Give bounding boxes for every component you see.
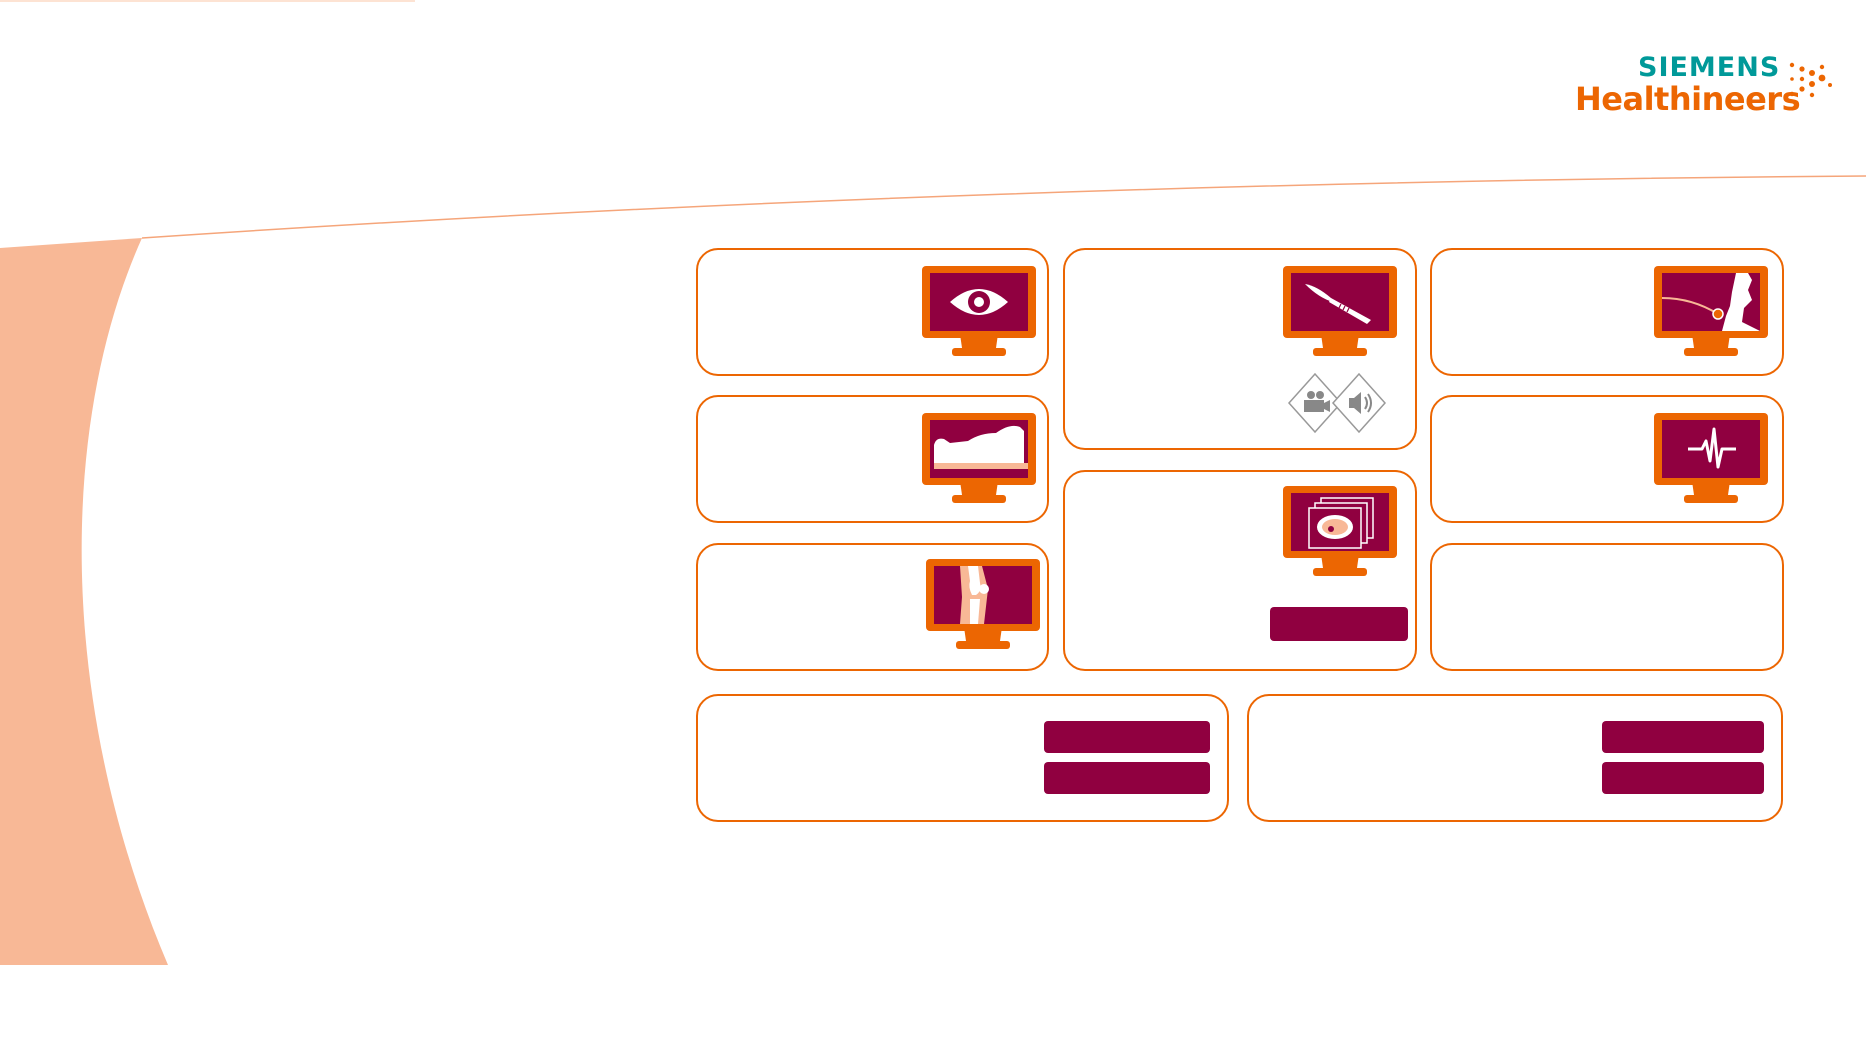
video-camera-icon [1287, 372, 1343, 434]
patient-catheter-icon [1654, 266, 1768, 356]
empty-card[interactable] [1430, 543, 1784, 671]
logo-healthineers-text: Healthineers [1575, 80, 1801, 118]
scalpel-icon [1283, 266, 1397, 356]
siemens-healthineers-logo: SIEMENS Healthineers [1566, 52, 1846, 122]
bottom-left-card[interactable] [696, 694, 1229, 822]
knee-card[interactable] [696, 543, 1049, 671]
bottom-left-button-1[interactable] [1044, 721, 1210, 753]
logo-siemens-text: SIEMENS [1638, 52, 1781, 83]
bottom-right-button-2[interactable] [1602, 762, 1764, 794]
ct-slices-button[interactable] [1270, 607, 1408, 641]
scalpel-card[interactable] [1063, 248, 1417, 450]
ct-slices-card[interactable] [1063, 470, 1417, 671]
patient-catheter-card[interactable] [1430, 248, 1784, 376]
eye-card[interactable] [696, 248, 1049, 376]
logo-dots-icon [1789, 62, 1832, 98]
speaker-icon [1331, 372, 1387, 434]
bottom-right-card[interactable] [1247, 694, 1783, 822]
patient-lying-card[interactable] [696, 395, 1049, 523]
knee-joint-icon [926, 559, 1040, 649]
patient-lying-icon [922, 413, 1036, 503]
ct-slices-icon [1283, 486, 1397, 576]
media-icons [1287, 372, 1387, 434]
ecg-waveform-icon [1654, 413, 1768, 503]
eye-icon [922, 266, 1036, 356]
ecg-card[interactable] [1430, 395, 1784, 523]
bottom-right-button-1[interactable] [1602, 721, 1764, 753]
bottom-left-button-2[interactable] [1044, 762, 1210, 794]
